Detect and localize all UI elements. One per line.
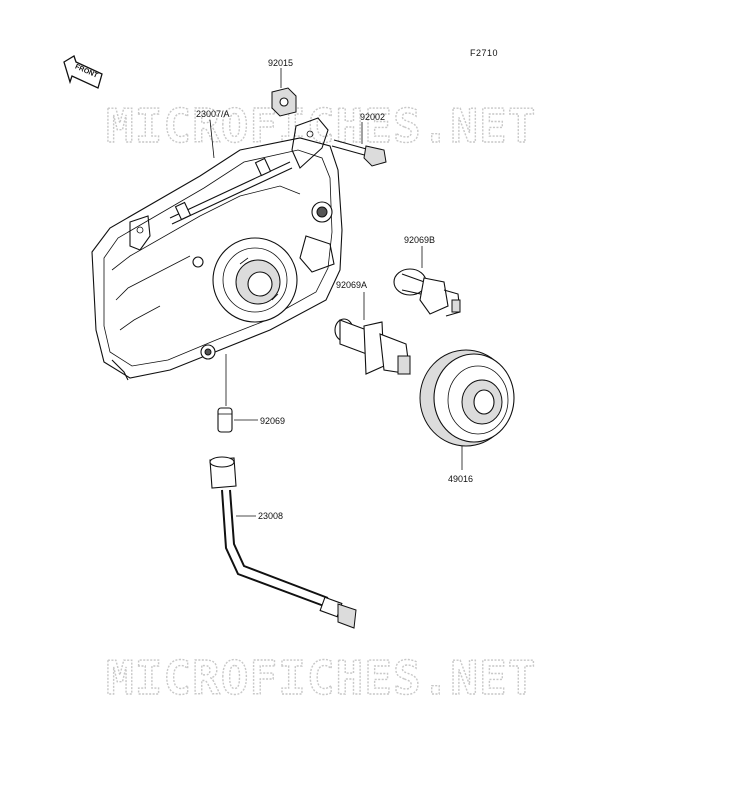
watermark-bottom: MICROFICHES.NET: [106, 651, 536, 705]
leader-23007a: [209, 119, 215, 159]
label-92069a: 92069A: [336, 280, 367, 290]
label-92069b: 92069B: [404, 235, 435, 245]
label-49016: 49016: [448, 474, 473, 484]
part-92015-nut: [271, 68, 297, 117]
label-92002: 92002: [360, 112, 385, 122]
part-92002-bolt: [331, 122, 387, 167]
label-23007a: 23007/A: [196, 109, 230, 119]
part-92069b-bulb: [393, 246, 461, 317]
label-23008: 23008: [258, 511, 283, 521]
part-49016-boot: [419, 349, 515, 470]
watermark-top: MICROFICHES.NET: [106, 99, 536, 153]
front-arrow: FRONT: [63, 55, 103, 89]
label-92069: 92069: [260, 416, 285, 426]
part-92069-small-bulb: [217, 354, 258, 433]
part-92069a-bulb: [334, 292, 411, 375]
headlight-housing: [91, 117, 343, 381]
part-23008-socket: [209, 456, 357, 629]
label-92015: 92015: [268, 58, 293, 68]
figure-reference: F2710: [470, 48, 498, 58]
